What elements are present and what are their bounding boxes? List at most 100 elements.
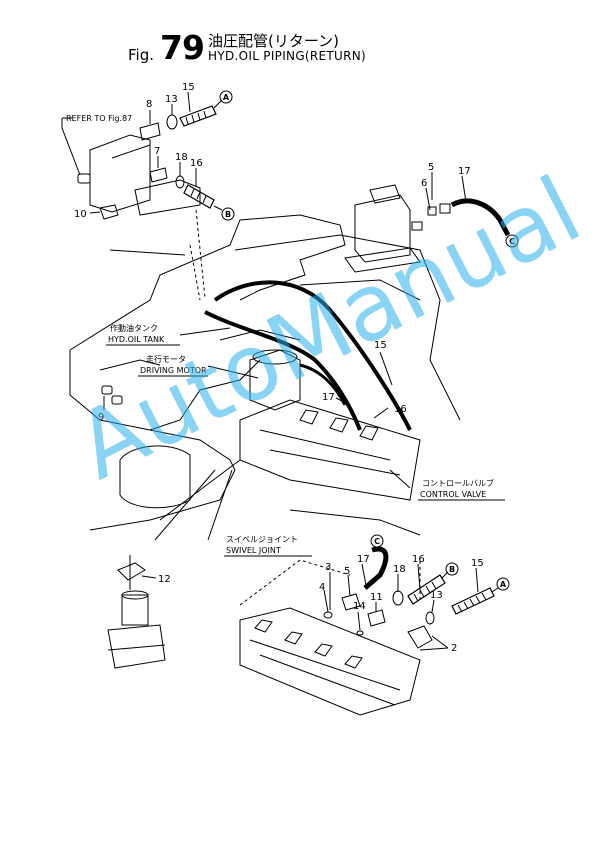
leader-swivel bbox=[207, 469, 233, 541]
leader-15 bbox=[187, 91, 191, 113]
title-japanese: 油圧配管(リターン) bbox=[208, 32, 339, 50]
label-motor-en: DRIVING MOTOR bbox=[140, 366, 207, 375]
callout-3: 3 bbox=[325, 562, 331, 573]
fitting-8-part bbox=[139, 122, 161, 141]
leader-16-bot bbox=[417, 563, 421, 591]
callout-5-top: 5 bbox=[428, 162, 434, 173]
leader-A-top bbox=[213, 99, 223, 109]
callout-4: 4 bbox=[319, 582, 325, 593]
oring-4-part bbox=[323, 611, 333, 619]
body-line-a bbox=[219, 329, 301, 341]
fitting-6-part bbox=[427, 206, 437, 216]
leader-16-mid bbox=[373, 407, 389, 419]
body-outline-top bbox=[69, 214, 346, 351]
connector-a-top bbox=[219, 90, 233, 104]
callout-16-bot: 16 bbox=[412, 554, 425, 565]
connector-c-bot-label: C bbox=[374, 537, 380, 546]
callout-18-top: 18 bbox=[175, 152, 188, 163]
hose-16-rib bbox=[190, 188, 207, 204]
dash-top-left bbox=[189, 209, 206, 301]
figure-header: Fig. 79 油圧配管(リターン) HYD.OIL PIPING(RETURN… bbox=[0, 0, 612, 70]
callout-17-top: 17 bbox=[458, 166, 471, 177]
hose-15-part bbox=[179, 105, 217, 127]
callout-12: 12 bbox=[158, 574, 171, 585]
leader-13-bot bbox=[431, 599, 435, 613]
valve-spools bbox=[299, 409, 379, 441]
connector-c-top-label: C bbox=[509, 237, 515, 246]
rotary-base bbox=[344, 247, 421, 273]
callout-16-top: 16 bbox=[190, 158, 203, 169]
fig-word: Fig. bbox=[128, 46, 154, 64]
fitting-11-part bbox=[367, 609, 386, 627]
oring-14-part bbox=[356, 630, 364, 636]
callout-15-top: 15 bbox=[182, 82, 195, 93]
callout-15-bot: 15 bbox=[471, 558, 484, 569]
connector-a-top-label: A bbox=[223, 93, 230, 102]
connector-markers bbox=[219, 90, 519, 591]
callout-13-bot: 13 bbox=[430, 590, 443, 601]
leader-valve bbox=[389, 469, 411, 489]
washer-18-bot-part bbox=[392, 590, 404, 606]
callout-15-mid: 15 bbox=[374, 340, 387, 351]
callout-16-mid: 16 bbox=[394, 404, 407, 415]
swivel-ring bbox=[107, 644, 166, 651]
connector-b-top-label: B bbox=[225, 210, 231, 219]
exploded-dash-left bbox=[239, 559, 351, 606]
washer-18-part bbox=[175, 175, 185, 189]
hose-17-top bbox=[450, 198, 511, 237]
fitting-7-part bbox=[149, 167, 168, 183]
swivel-cap bbox=[121, 590, 149, 600]
label-motor-jp: 走行モータ bbox=[146, 354, 186, 364]
body-line-d bbox=[289, 509, 421, 536]
leader-5-bot bbox=[347, 574, 351, 597]
hose-15-rib bbox=[185, 110, 207, 125]
callout-2: 2 bbox=[451, 643, 457, 654]
connector-c-bot bbox=[370, 534, 384, 548]
plug-part bbox=[77, 173, 91, 184]
callout-10: 10 bbox=[74, 209, 87, 220]
connector-c-top bbox=[505, 234, 519, 248]
swivel-housing bbox=[119, 445, 191, 509]
hose-17-mid bbox=[299, 363, 347, 406]
plug-9b-part bbox=[111, 395, 123, 405]
connector-b-top bbox=[221, 207, 235, 221]
leader-14 bbox=[357, 611, 361, 631]
rotary-port bbox=[411, 221, 423, 231]
valve-exploded-group bbox=[239, 546, 499, 716]
hose-16-mid bbox=[204, 310, 362, 431]
callout-17-bot: 17 bbox=[357, 554, 370, 565]
washer-13-part bbox=[166, 114, 178, 130]
fitting-10-part bbox=[99, 204, 119, 220]
label-valve-en: CONTROL VALVE bbox=[420, 490, 486, 499]
fig-number: 79 bbox=[160, 28, 205, 67]
body-ridge bbox=[149, 359, 261, 431]
ref-line bbox=[109, 249, 186, 256]
swivel-body bbox=[107, 624, 166, 669]
leader-2 bbox=[419, 635, 449, 651]
leader-4 bbox=[323, 589, 329, 613]
valve-detail-lines bbox=[259, 429, 401, 476]
exploded-valve-lines bbox=[249, 639, 401, 706]
body-outline-right bbox=[234, 234, 461, 421]
body-line-b bbox=[99, 359, 161, 371]
leader-10 bbox=[89, 211, 101, 214]
swivel-fitting-12 bbox=[117, 562, 146, 581]
rotary-unit-group bbox=[344, 172, 511, 273]
fitting-5-part bbox=[439, 203, 451, 214]
callout-7: 7 bbox=[154, 146, 160, 157]
callout-8: 8 bbox=[146, 99, 152, 110]
callout-6: 6 bbox=[421, 178, 427, 189]
block-edge bbox=[111, 144, 151, 159]
connector-a-bot bbox=[496, 577, 510, 591]
leader-17-top bbox=[461, 175, 467, 203]
callout-17-mid: 17 bbox=[322, 392, 335, 403]
label-swivel-en: SWIVEL JOINT bbox=[226, 546, 281, 555]
connector-a-bot-label: A bbox=[500, 580, 507, 589]
motor-top bbox=[252, 349, 298, 365]
hose-16-bot bbox=[407, 574, 446, 605]
hose-15-mid bbox=[213, 280, 412, 431]
hose-16-bot-rib bbox=[413, 581, 437, 602]
washer-13-bot-part bbox=[425, 611, 435, 625]
tank-block bbox=[89, 134, 151, 213]
